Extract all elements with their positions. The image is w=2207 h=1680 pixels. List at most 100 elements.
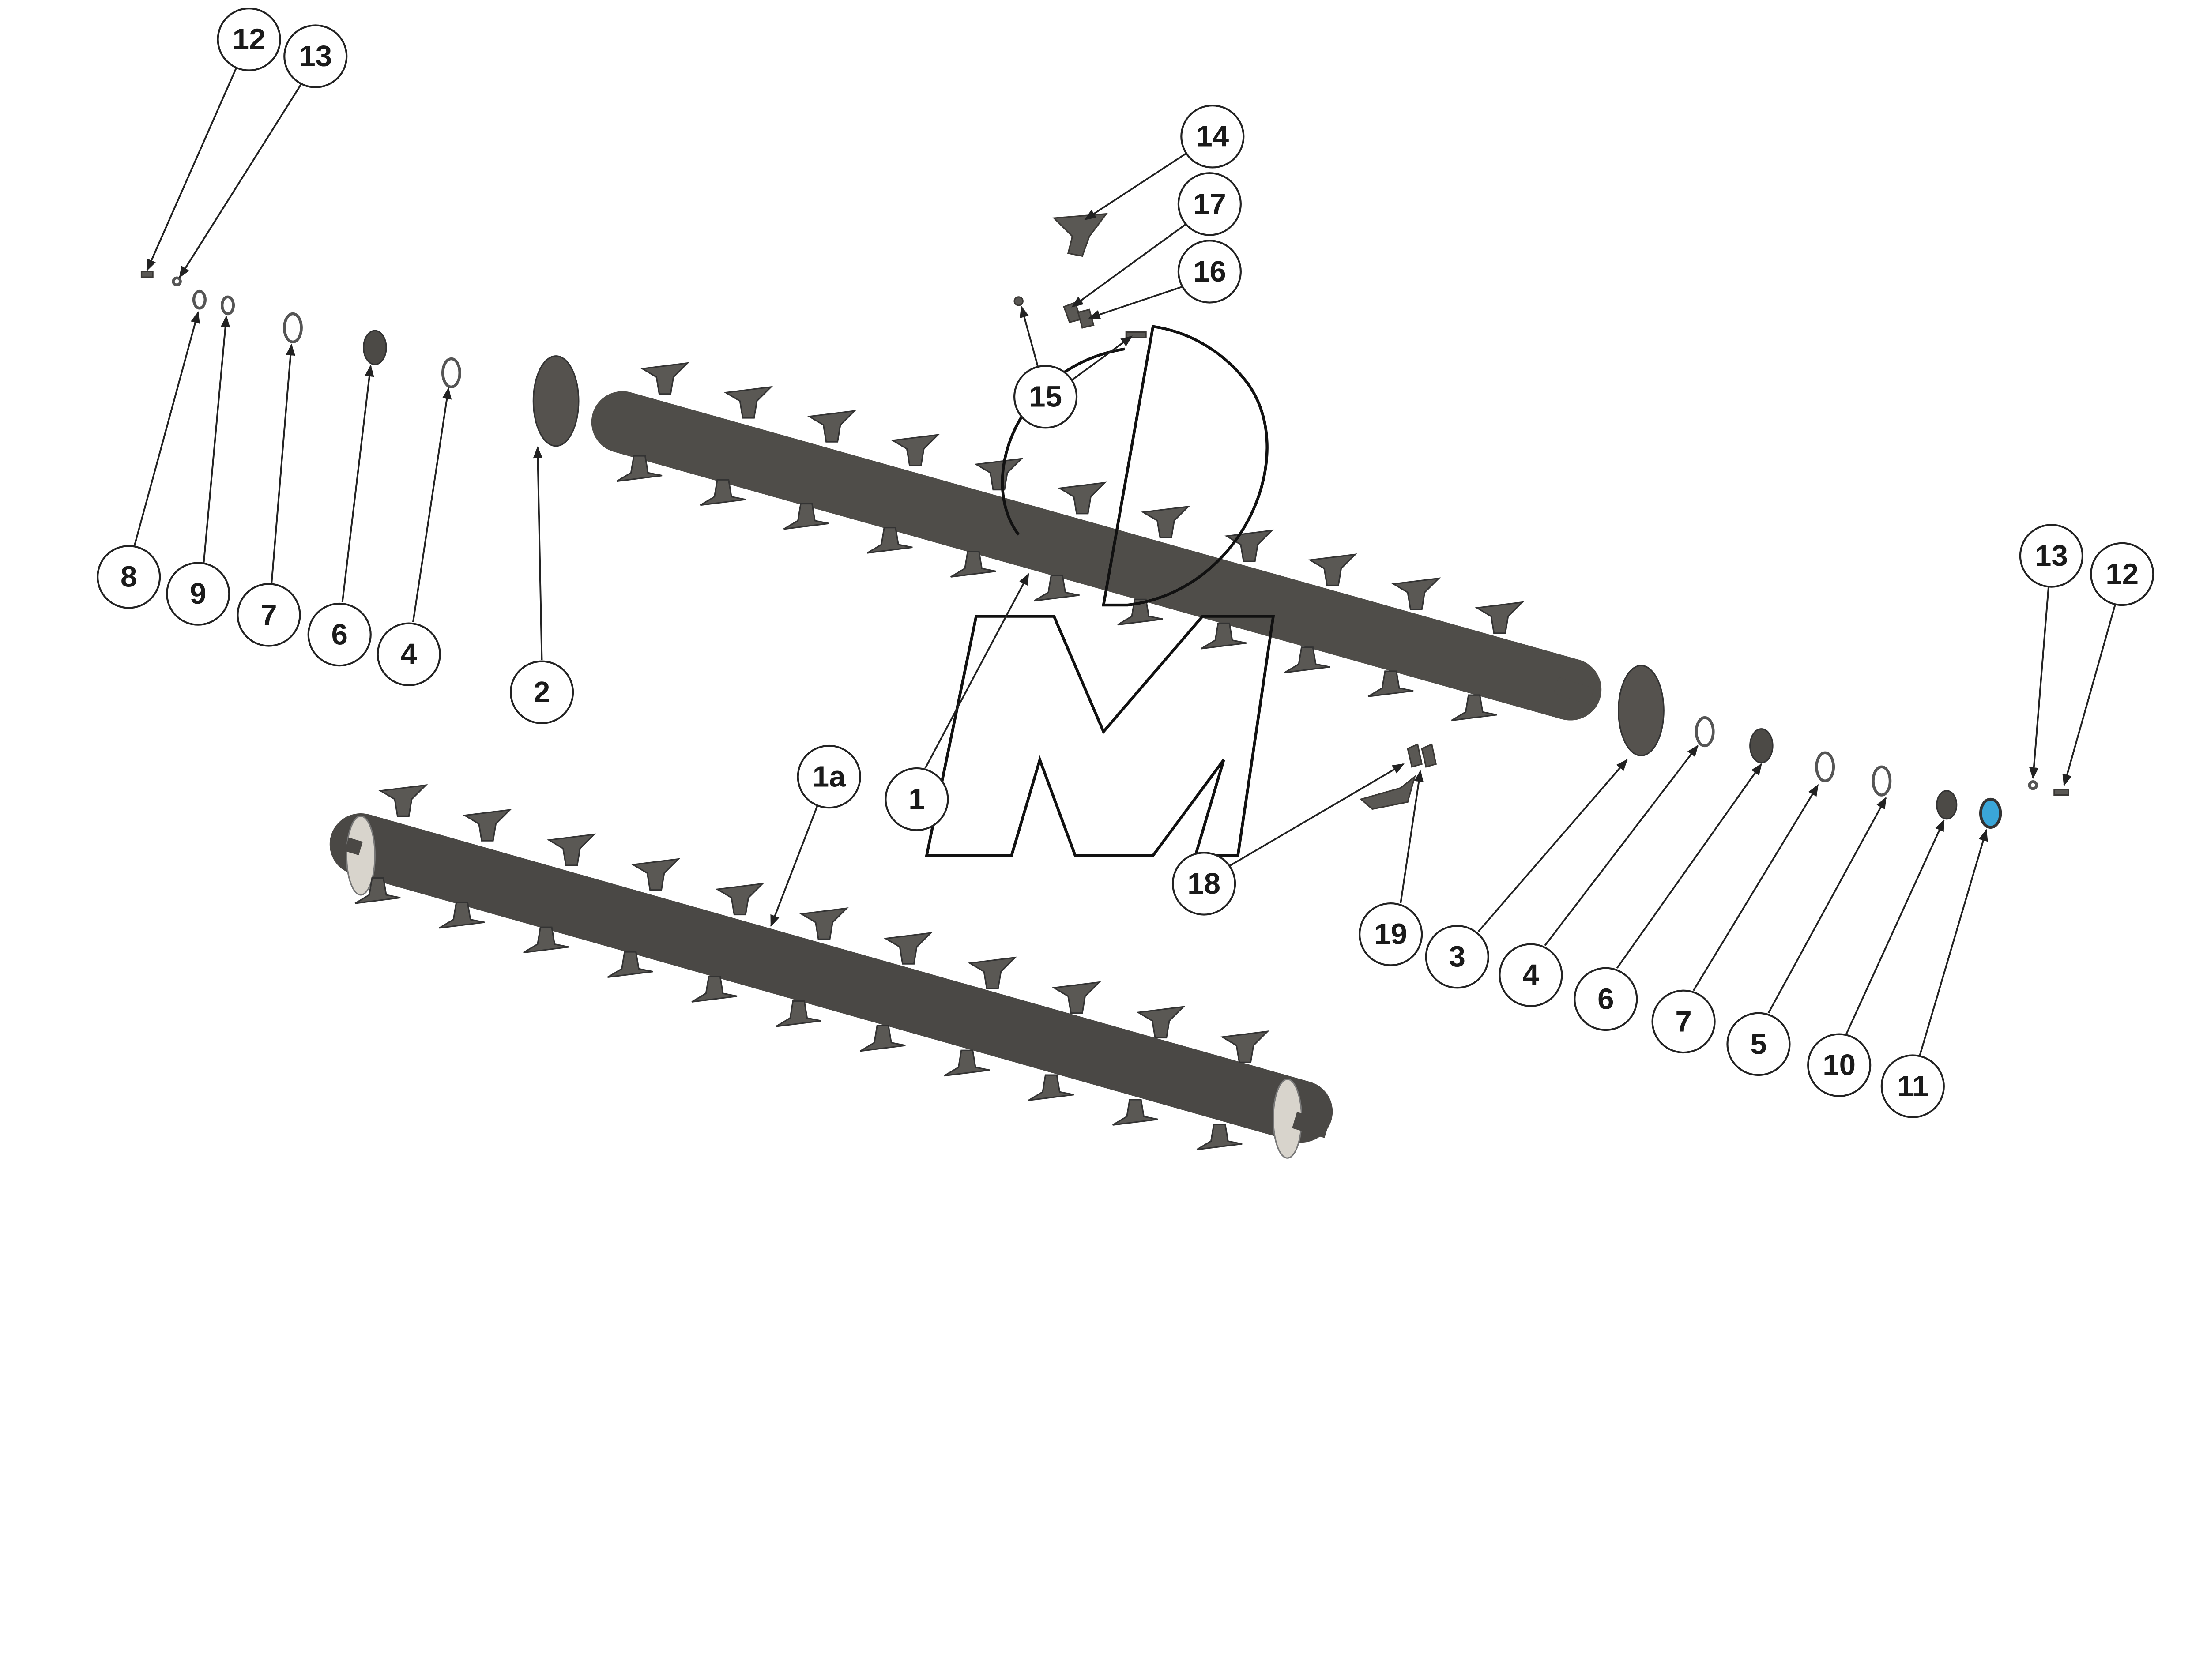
callout-4-right: 4 [1499,943,1563,1007]
callout-5: 5 [1726,1012,1791,1076]
tine-14 [1052,213,1108,257]
svg-text:1: 1 [908,783,925,816]
callout-10: 10 [1807,1033,1872,1097]
callout-12-left: 12 [217,8,281,71]
rotor-tine [1112,1099,1158,1126]
callout-2: 2 [509,660,574,724]
rotor-tine [799,907,849,940]
callout-1: 1 [885,767,949,831]
callout-1a: 1a [797,744,861,809]
svg-text:16: 16 [1193,255,1226,288]
callout-19: 19 [1359,902,1423,966]
rotor-tine [1117,598,1163,626]
rotor-tine [1057,481,1107,515]
bearing-6-left [363,330,387,365]
rotor-tine [859,1025,906,1052]
svg-text:4: 4 [401,638,417,671]
rotor-tine [950,551,996,578]
rotor-tine [1141,505,1190,538]
callout-4-left: 4 [377,622,441,686]
rotor-tine [691,976,738,1003]
svg-text:13: 13 [2035,539,2068,572]
rotor-tine [1028,1074,1074,1101]
svg-text:1a: 1a [813,760,846,793]
watermark-logo [925,325,1275,857]
rotor-tine [1052,981,1101,1014]
washer-13-left [172,276,182,286]
svg-text:3: 3 [1449,940,1465,973]
ring-8 [192,289,207,310]
bolt-15 [1125,331,1147,338]
rotor-tine [1308,553,1357,586]
svg-text:12: 12 [2105,558,2139,591]
rotor-tine [1196,1124,1243,1150]
callout-7-right: 7 [1651,989,1716,1054]
rotor-tine [944,1049,990,1077]
rotor-tine [890,434,940,467]
ring-4-left [441,357,461,389]
svg-text:6: 6 [1597,982,1614,1015]
rotor-tine [523,926,569,954]
rotor-tines [354,362,1525,1150]
rotor-tine [1284,646,1330,673]
rotor-tine [807,410,857,443]
callout-15: 15 [1013,365,1078,429]
housing-3 [1618,665,1665,756]
left-parts [140,271,580,447]
clamps-19 [1407,743,1437,768]
callout-12-right: 12 [2090,542,2154,606]
rotor-tine [546,833,596,866]
rotor-tine [1201,622,1247,650]
tine-assembly-18 [1360,774,1416,810]
right-parts [1360,665,2069,829]
rotor-tine [866,527,913,554]
callout-14: 14 [1180,105,1245,169]
rotor-tine [1475,601,1525,634]
callout-3: 3 [1425,925,1489,989]
ring-5 [1872,765,1892,797]
rotor-tine [715,883,765,916]
callout-17: 17 [1177,172,1242,236]
bolt-12-left [140,271,154,278]
rotor-tine [616,455,663,482]
rotor-tine [354,877,401,904]
svg-text:13: 13 [299,40,332,73]
svg-text:2: 2 [534,676,550,709]
callout-9: 9 [166,562,230,626]
circlip-7-left [283,312,303,344]
svg-text:8: 8 [121,560,137,594]
callout-6-left: 6 [307,602,372,667]
rotor-tine [968,956,1017,989]
rotor-shaft-1 [591,391,1602,721]
bearing-6-right [1749,728,1774,763]
callout-7-left: 7 [237,583,301,647]
rotor-tine [883,932,933,965]
ring-9 [221,295,235,316]
svg-text:10: 10 [1823,1049,1856,1082]
svg-text:14: 14 [1196,120,1229,153]
leader-lines [133,64,2116,1056]
svg-text:5: 5 [1750,1028,1766,1061]
svg-text:15: 15 [1029,380,1062,413]
rotor-tine [378,784,428,817]
callout-16: 16 [1177,240,1242,304]
rotor-shaft-1a [329,813,1333,1159]
rotor-tine [607,951,653,978]
svg-text:19: 19 [1374,918,1407,951]
rotor-tine [640,362,690,395]
nut-15 [1013,296,1024,306]
rotor-tine [1367,670,1414,697]
svg-text:17: 17 [1193,188,1226,221]
rotor-tine [1220,1030,1270,1063]
rotor-tine [1391,577,1441,610]
parts-diagram: 12 13 14 17 16 15 8 9 7 6 4 2 1a 1 18 19… [97,8,2154,1159]
bearing-10 [1936,790,1958,820]
circlip-7-right [1815,751,1835,782]
callout-13-left: 13 [283,24,348,88]
rotor-tine [439,902,485,929]
rotor-tine [1451,694,1497,722]
clamp-16 [1077,308,1095,329]
housing-2 [532,355,580,447]
bolt-12-right [2053,789,2069,796]
callout-6-right: 6 [1574,967,1638,1031]
